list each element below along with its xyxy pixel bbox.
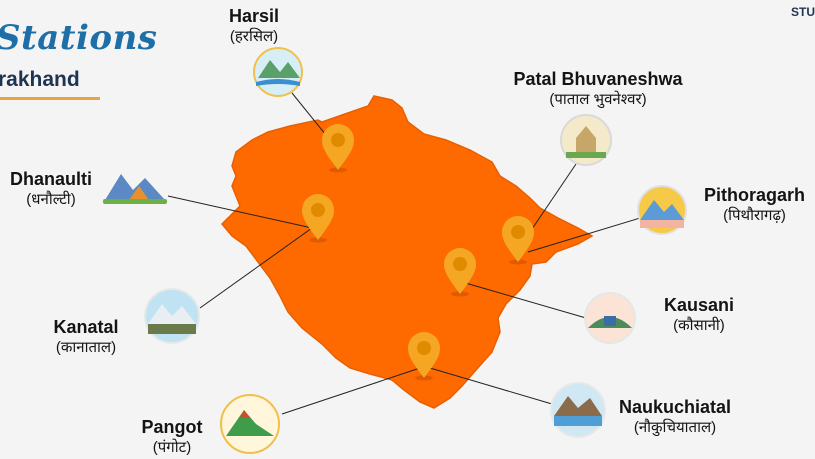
connector-patal-bhuvaneshwar (529, 163, 577, 233)
label-patal-bhuvaneshwar: Patal Bhuvaneshwa (पाताल भुवनेश्वर) (498, 68, 698, 110)
place-name: Kausani (663, 295, 735, 315)
corner-logo-text: STU (791, 5, 815, 19)
region-underline (0, 97, 100, 100)
place-name: Dhanaulti (9, 169, 92, 189)
label-pithoragarh: Pithoragarh (पिथौरागढ़) (694, 184, 815, 226)
pin-kausani-icon[interactable] (444, 248, 476, 297)
location-pins (302, 124, 534, 381)
place-hindi-name: (कानाताल) (55, 339, 117, 356)
label-harsil: Harsil (हरसिल) (214, 5, 294, 47)
connector-naukuchiatal (429, 367, 553, 405)
pin-pithoragarh-icon[interactable] (502, 216, 534, 265)
place-name: Harsil (228, 6, 280, 26)
mountain-sunrise-icon[interactable] (637, 185, 687, 235)
place-hindi-name: (नौकुचियाताल) (633, 419, 717, 436)
hill-cottage-icon[interactable] (584, 292, 636, 344)
destination-thumbnails (103, 47, 687, 454)
pin-dhanaulti-icon[interactable] (302, 194, 334, 243)
temple-icon[interactable] (560, 114, 612, 166)
pin-harsil-icon[interactable] (322, 124, 354, 173)
label-pangot: Pangot (पंगोट) (130, 416, 214, 458)
connector-lines (167, 92, 641, 415)
pin-naukuchiatal-icon[interactable] (408, 332, 440, 381)
label-kausani: Kausani (कौसानी) (652, 294, 746, 336)
snowy-peaks-icon[interactable] (144, 288, 200, 344)
connector-dhanaulti (167, 195, 313, 229)
uttarakhand-state-shape (220, 95, 594, 409)
place-name: Patal Bhuvaneshwa (513, 69, 683, 89)
place-hindi-name: (पाताल भुवनेश्वर) (549, 91, 647, 108)
label-dhanaulti: Dhanaulti (धनौल्टी) (0, 168, 102, 210)
place-name: Naukuchiatal (618, 397, 732, 417)
place-name: Kanatal (53, 317, 119, 337)
forest-hill-icon[interactable] (220, 394, 280, 454)
place-hindi-name: (हरसिल) (229, 28, 279, 45)
connector-harsil (291, 92, 331, 141)
connector-kanatal (199, 227, 313, 309)
place-hindi-name: (पंगोट) (152, 439, 192, 456)
region-title: rakhand (0, 68, 80, 91)
lake-mountain-icon[interactable] (550, 382, 606, 438)
camping-icon[interactable] (103, 174, 167, 204)
place-name: Pangot (141, 417, 203, 437)
connector-pangot (281, 367, 421, 415)
river-valley-icon[interactable] (253, 47, 303, 97)
place-name: Pithoragarh (703, 185, 805, 205)
brand-title: Stations (0, 18, 158, 58)
connector-pithoragarh (527, 217, 641, 253)
label-naukuchiatal: Naukuchiatal (नौकुचियाताल) (604, 396, 746, 438)
place-hindi-name: (धनौल्टी) (26, 191, 76, 208)
connector-kausani (461, 281, 587, 319)
place-hindi-name: (कौसानी) (673, 317, 725, 334)
place-hindi-name: (पिथौरागढ़) (723, 207, 786, 224)
label-kanatal: Kanatal (कानाताल) (40, 316, 132, 358)
